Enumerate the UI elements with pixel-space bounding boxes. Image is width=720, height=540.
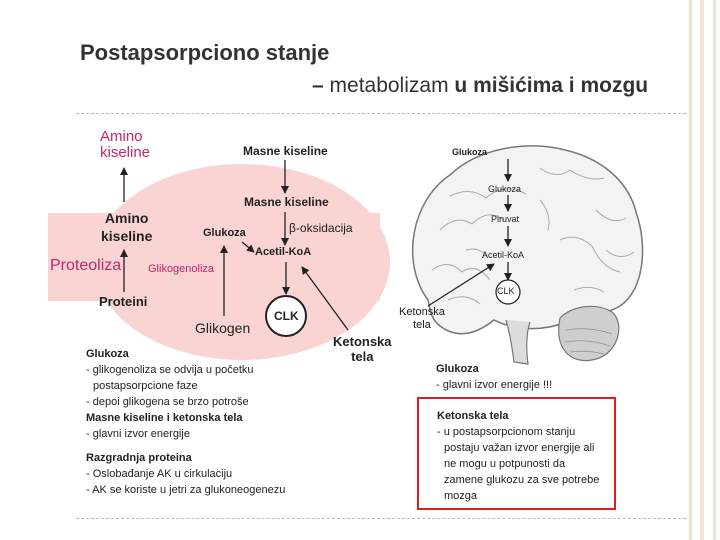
notes-left-glucose-line1: - glikogenoliza se odvija u početku: [86, 364, 254, 376]
proteolysis-label: Proteoliza: [50, 257, 122, 274]
slide-title: Postapsorpciono stanje: [80, 40, 330, 65]
ketone-bodies-muscle-line2: tela: [351, 349, 374, 364]
notes-right-ketones-line3: ne mogu u potpunosti da: [444, 458, 566, 470]
acetyl-coa-brain-label: Acetil-KoA: [482, 250, 525, 260]
notes-left-glucose-line2: postapsorpcione faze: [93, 380, 198, 392]
notes-left: Glukoza - glikogenoliza se odvija u poče…: [86, 346, 285, 498]
notes-right-ketones-line5: mozga: [444, 490, 478, 502]
notes-left-protein-line1: - Oslobađanje AK u cirkulaciju: [86, 468, 233, 480]
beta-oxidation-label: β-oksidacija: [289, 221, 353, 235]
decorative-edge-bar: [713, 0, 716, 540]
glucose-muscle-label: Glukoza: [203, 227, 246, 239]
muscle-region: [48, 164, 390, 360]
brain-arrows: [427, 159, 521, 307]
notes-right-glucose-line1: - glavni izvor energije !!!: [436, 379, 553, 391]
proteins-label: Proteini: [99, 294, 148, 309]
bottom-divider: [76, 518, 686, 519]
notes-right-ketones-line2: postaju važan izvor energije ali: [444, 442, 595, 454]
ketone-bodies-muscle-label: Ketonska tela: [333, 334, 392, 364]
notes-left-fatty-heading: Masne kiseline i ketonska tela: [86, 412, 243, 424]
amino-acids-top-label: Amino kiseline: [100, 129, 150, 161]
fatty-acids-top-label: Masne kiseline: [243, 144, 328, 158]
decorative-edge-bar: [689, 0, 692, 540]
top-divider: [76, 113, 686, 114]
brain-illustration: [411, 145, 644, 365]
clk-brain-label: CLK: [497, 286, 515, 296]
slide-subtitle: – metabolizam u mišićima i mozgu: [312, 74, 648, 98]
decorative-edge-bar: [700, 0, 704, 540]
notes-right-ketones: Ketonska tela - u postapsorpcionom stanj…: [437, 408, 599, 504]
ketone-bodies-highlight-box: [417, 397, 616, 510]
pyruvate-label: Piruvat: [491, 214, 520, 224]
clk-circle-muscle: [265, 295, 307, 337]
fatty-acids-label: Masne kiseline: [244, 195, 329, 209]
notes-left-glucose-heading: Glukoza: [86, 348, 129, 360]
subtitle-bold: mišićima i mozgu: [473, 74, 649, 97]
amino-acids-label: Amino kiseline: [101, 209, 152, 245]
notes-left-protein-heading: Razgradnja proteina: [86, 452, 192, 464]
subtitle-dash: –: [312, 74, 330, 97]
ketone-bodies-brain-line2: tela: [413, 319, 431, 331]
amino-acids-top-line2: kiseline: [100, 144, 151, 161]
notes-left-glucose-line3: - depoi glikogena se brzo potroše: [86, 396, 249, 408]
notes-right-ketones-line4: zamene glukozu za sve potrebe: [444, 474, 600, 486]
acetyl-coa-muscle-label: Acetil-KoA: [255, 246, 312, 258]
notes-right-glucose: Glukoza - glavni izvor energije !!!: [436, 361, 552, 393]
ketone-bodies-brain-line1: Ketonska: [399, 306, 445, 318]
subtitle-normal: metabolizam: [329, 74, 455, 97]
notes-right-glucose-heading: Glukoza: [436, 363, 479, 375]
ketone-bodies-muscle-line1: Ketonska: [333, 334, 392, 349]
amino-acids-top-line1: Amino: [100, 128, 143, 145]
ketone-bodies-brain-label: Ketonska tela: [399, 306, 445, 332]
notes-right-ketones-line1: - u postapsorpcionom stanju: [437, 426, 576, 438]
amino-acids-line1: Amino: [104, 210, 149, 226]
clk-circle-brain: [495, 279, 521, 305]
glucose-brain-label: Glukoza: [488, 184, 522, 194]
muscle-arrows: [120, 160, 349, 337]
notes-right-ketones-heading: Ketonska tela: [437, 410, 509, 422]
glycogenolysis-label: Glikogenoliza: [148, 263, 215, 275]
clk-muscle-label: CLK: [274, 309, 299, 323]
notes-left-fatty-line1: - glavni izvor energije: [86, 428, 190, 440]
glycogen-label: Glikogen: [195, 320, 251, 336]
amino-acids-line2: kiseline: [101, 228, 153, 244]
glucose-brain-top-label: Glukoza: [452, 147, 488, 157]
subtitle-bold-u: u: [454, 74, 474, 97]
notes-left-protein-line2: - AK se koriste u jetri za glukoneogenez…: [86, 484, 286, 496]
